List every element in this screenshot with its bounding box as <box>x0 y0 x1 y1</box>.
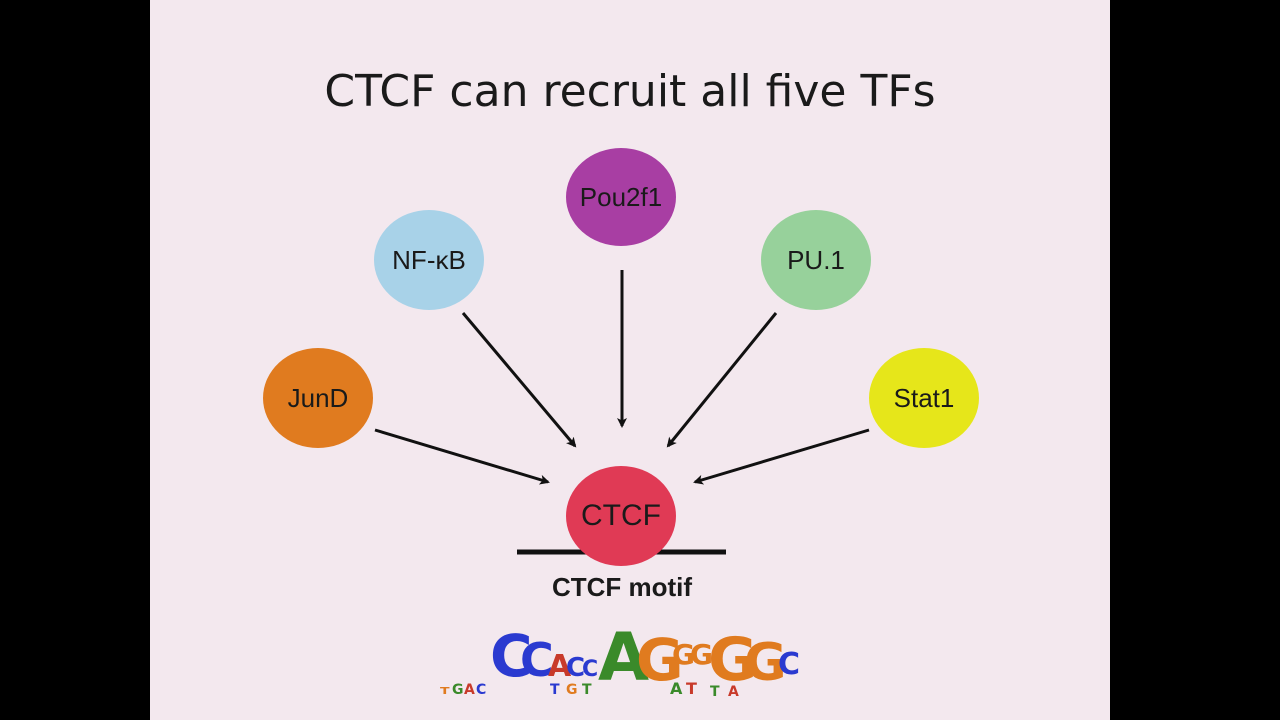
svg-text:G: G <box>566 682 578 698</box>
svg-text:G: G <box>744 633 787 693</box>
node-ctcf: CTCF <box>566 466 676 566</box>
svg-text:G: G <box>672 638 695 671</box>
sequence-logo-icon: T G A C C C A C C T G T A G G G A T G G … <box>440 619 800 700</box>
svg-text:A: A <box>670 679 683 698</box>
node-pou2f1: Pou2f1 <box>566 148 676 246</box>
arrow-stat1-to-ctcf <box>693 428 870 485</box>
svg-text:A: A <box>548 649 572 684</box>
svg-text:G: G <box>690 638 713 671</box>
svg-text:T: T <box>582 682 592 698</box>
svg-text:C: C <box>490 622 533 690</box>
node-pu1: PU.1 <box>761 210 871 310</box>
node-jund: JunD <box>263 348 373 448</box>
svg-text:A: A <box>464 682 475 698</box>
svg-text:G: G <box>636 626 684 694</box>
node-stat1: Stat1 <box>869 348 979 448</box>
svg-text:T: T <box>550 682 560 698</box>
svg-text:C: C <box>566 653 585 683</box>
slide-title: CTCF can recruit all five TFs <box>324 66 936 117</box>
arrow-nfkb-to-ctcf <box>461 312 577 448</box>
svg-text:T: T <box>440 685 450 696</box>
svg-text:A: A <box>598 619 649 696</box>
arrow-jund-to-ctcf <box>374 428 550 485</box>
svg-text:C: C <box>582 657 598 682</box>
svg-text:T: T <box>686 679 697 698</box>
svg-text:A: A <box>728 684 739 700</box>
svg-text:T: T <box>710 684 720 700</box>
svg-text:G: G <box>708 625 757 695</box>
svg-text:G: G <box>452 682 464 698</box>
node-nfkb: NF-κB <box>374 210 484 310</box>
svg-text:C: C <box>476 682 486 698</box>
motif-label: CTCF motif <box>551 572 693 602</box>
svg-text:C: C <box>778 647 800 682</box>
svg-text:C: C <box>520 633 554 687</box>
arrow-pu1-to-ctcf <box>666 312 778 448</box>
